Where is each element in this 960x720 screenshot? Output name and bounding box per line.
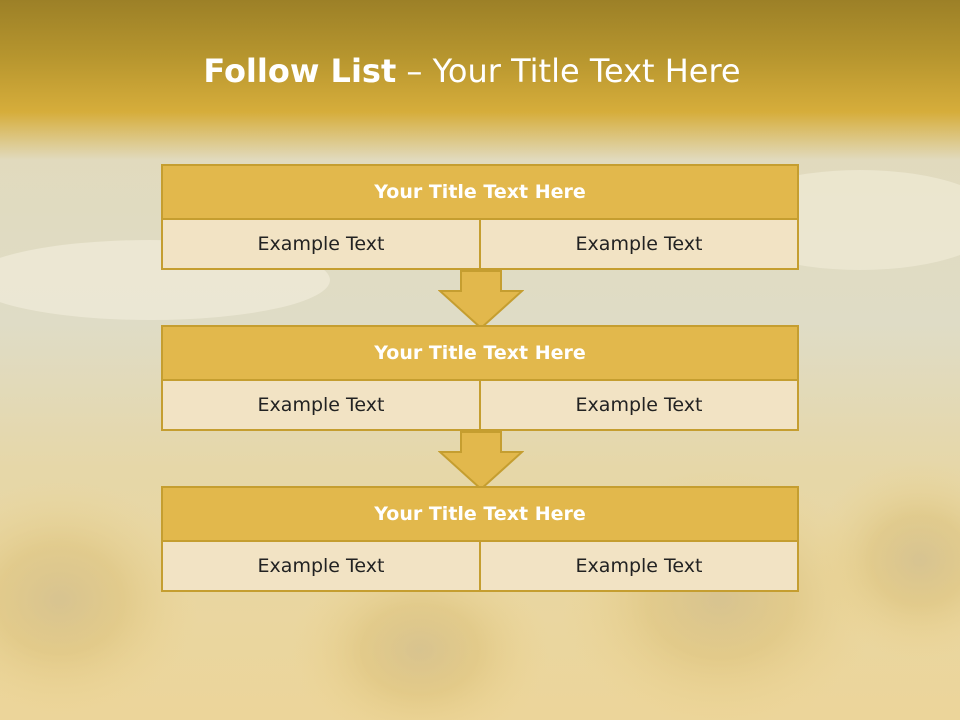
step-title: Your Title Text Here [161,325,799,381]
down-arrow-icon [438,431,524,491]
step-left-text: Example Text [161,220,479,270]
title-bold: Follow List [203,52,397,90]
step-right-text: Example Text [479,381,799,431]
step-box-2: Your Title Text Here Example Text Exampl… [161,325,799,431]
step-title: Your Title Text Here [161,486,799,542]
step-box-3: Your Title Text Here Example Text Exampl… [161,486,799,592]
step-row: Example Text Example Text [161,542,799,592]
step-right-text: Example Text [479,542,799,592]
step-left-text: Example Text [161,381,479,431]
header-band [0,0,960,160]
step-title: Your Title Text Here [161,164,799,220]
step-box-1: Your Title Text Here Example Text Exampl… [161,164,799,270]
title-rest: – Your Title Text Here [396,52,741,90]
step-row: Example Text Example Text [161,381,799,431]
down-arrow-icon [438,270,524,330]
step-right-text: Example Text [479,220,799,270]
step-left-text: Example Text [161,542,479,592]
slide-title: Follow List – Your Title Text Here [0,52,944,90]
step-row: Example Text Example Text [161,220,799,270]
